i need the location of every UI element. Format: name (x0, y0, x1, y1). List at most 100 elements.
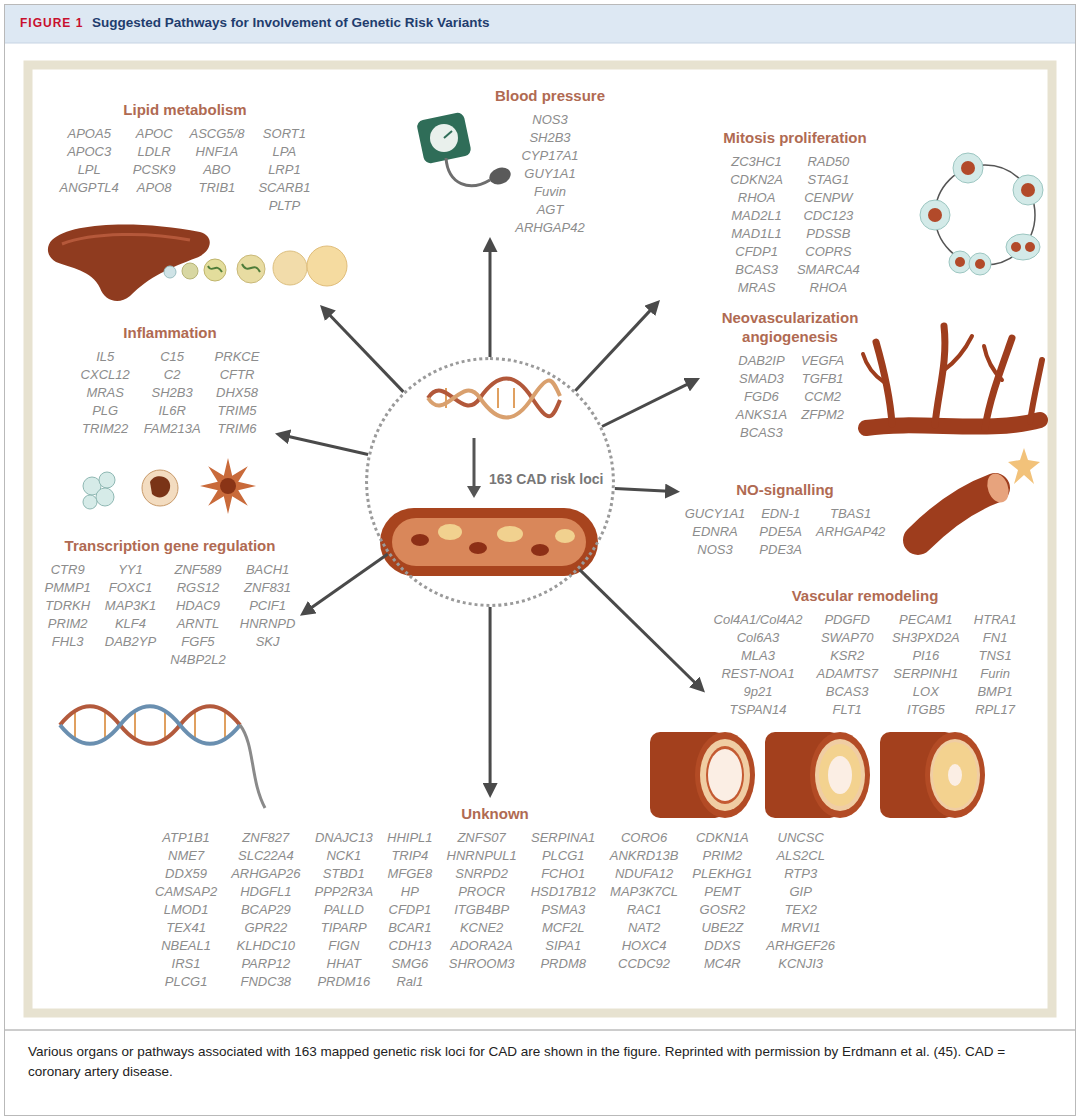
angiogenesis-vessel-illustration (935, 326, 945, 425)
hub-illustration (392, 518, 586, 566)
figure-frame (5, 43, 1075, 44)
vessel-remodeling-illustration (695, 732, 755, 818)
gene-grid: DAB2IPVEGFASMAD3TGFB1FGD6CCM2ANKS1AZFPM2… (700, 352, 880, 442)
gene-name: NDUFA12 (615, 865, 673, 883)
immune-cells-illustration (220, 478, 236, 494)
gene-name: PDGFD (824, 611, 870, 629)
gene-name: AGT (537, 201, 564, 219)
vessel-remodeling-illustration (828, 756, 852, 794)
vessel-remodeling-illustration (925, 732, 985, 818)
gene-name: CXCL12 (81, 366, 130, 384)
gene-name: LRP1 (268, 161, 301, 179)
gene-name: CFDP1 (735, 243, 778, 261)
gene-name: TEX41 (166, 919, 206, 937)
gene-name: PLTP (269, 197, 301, 215)
angiogenesis-vessel-illustration (944, 336, 972, 370)
gene-name: PRDM16 (317, 973, 370, 991)
figure-caption: Various organs or pathways associated wi… (28, 1042, 1048, 1082)
gene-name: SMARCA4 (797, 261, 860, 279)
gene-name: HP (401, 883, 419, 901)
pathway-heading: Blood pressure (470, 86, 630, 105)
pathway-arrow (281, 435, 368, 455)
gene-name: YY1 (118, 561, 143, 579)
gene-name: SWAP70 (821, 629, 874, 647)
pathway-heading: Vascular remodeling (705, 586, 1025, 605)
gene-name: CAMSAP2 (155, 883, 217, 901)
gene-name: MCF2L (542, 919, 585, 937)
gene-name: DHX58 (216, 384, 258, 402)
pathway-group: Mitosis proliferationZC3HC1RAD50CDKN2AST… (660, 128, 930, 300)
gene-name: C2 (164, 366, 181, 384)
hub-illustration (411, 534, 429, 546)
gene-name: Col6A3 (737, 629, 780, 647)
gene-name: SMG6 (391, 955, 428, 973)
gene-name: FAM213A (144, 420, 201, 438)
gene-name: PDSSB (806, 225, 850, 243)
liver-illustration (273, 251, 307, 285)
hub-illustration (438, 524, 462, 540)
pathway-heading: NO-signalling (680, 480, 890, 499)
gene-name: SORT1 (263, 125, 306, 143)
gene-name: ANKRD13B (610, 847, 679, 865)
gene-name: VEGFA (801, 352, 844, 370)
gene-grid: ZC3HC1RAD50CDKN2ASTAG1RHOACENPWMAD2L1CDC… (660, 153, 930, 297)
blood-pressure-cuff-icon (416, 111, 513, 187)
gene-name: ASCG5/8 (189, 125, 244, 143)
gene-name: TIPARP (321, 919, 367, 937)
gene-name: DDXS (704, 937, 740, 955)
gene-name: PARP12 (241, 955, 290, 973)
vessel-remodeling-illustration (650, 732, 985, 818)
gene-name: CCDC92 (618, 955, 670, 973)
endothelium-illustration (983, 470, 1012, 505)
gene-name: Col4A1/Col4A2 (714, 611, 803, 629)
dna-helix-illustration (60, 706, 265, 808)
gene-name: ZNF589 (174, 561, 221, 579)
gene-name: CENPW (804, 189, 852, 207)
gene-name: PI16 (912, 647, 939, 665)
gene-name: PDE3A (759, 541, 802, 559)
liver-illustration (48, 224, 347, 301)
gene-grid: GUCY1A1EDN-1TBAS1EDNRAPDE5AARHGAP42NOS3P… (680, 505, 890, 559)
gene-name: PCSK9 (133, 161, 176, 179)
gene-name: BCAS3 (826, 683, 869, 701)
gene-name: N4BP2L2 (170, 651, 226, 669)
hub-illustration (380, 508, 598, 576)
gene-name: CORO6 (621, 829, 667, 847)
gene-name: LPA (273, 143, 297, 161)
gene-name: FHL3 (52, 633, 84, 651)
angiogenesis-vessel-illustration (985, 338, 1012, 428)
gene-name: BCAS3 (735, 261, 778, 279)
immune-cells-illustration (200, 458, 256, 514)
pathway-arrow (489, 607, 492, 792)
gene-name: DAB2YP (105, 633, 156, 651)
gene-name: HHAT (327, 955, 361, 973)
immune-cells-illustration (150, 476, 170, 497)
gene-name: ARHGAP42 (816, 523, 885, 541)
cell-cycle-illustration (975, 259, 985, 269)
gene-name: SERPINA1 (531, 829, 595, 847)
gene-name: TNS1 (978, 647, 1011, 665)
gene-grid: CTR9YY1ZNF589BACH1PMMP1FOXC1RGS12ZNF831T… (40, 561, 300, 669)
gene-grid: ATP1B1ZNF827DNAJC13HHIPL1ZNFS07SERPINA1C… (145, 829, 845, 991)
vessel-remodeling-illustration (815, 739, 865, 811)
pathway-heading: Unknown (145, 804, 845, 823)
vessel-remodeling-illustration (819, 744, 861, 806)
gene-name: PMMP1 (45, 579, 91, 597)
vessel-remodeling-illustration (933, 742, 977, 808)
gene-name: NCK1 (326, 847, 361, 865)
gene-name: HSD17B12 (531, 883, 596, 901)
cell-cycle-illustration (1013, 175, 1043, 205)
gene-name: BCAS3 (740, 424, 783, 442)
gene-name: LMOD1 (164, 901, 209, 919)
gene-name: SNRPD2 (455, 865, 508, 883)
liver-illustration (208, 266, 222, 272)
gene-name: RGS12 (177, 579, 220, 597)
hub-circle: 163 CAD risk loci (365, 357, 615, 607)
gene-name: STAG1 (808, 171, 850, 189)
cell-cycle-illustration (920, 153, 1043, 275)
gene-name: CFTR (220, 366, 255, 384)
dna-helix-illustration (224, 712, 226, 738)
gene-name: BCAP29 (241, 901, 291, 919)
gene-name: ITGB4BP (454, 901, 509, 919)
